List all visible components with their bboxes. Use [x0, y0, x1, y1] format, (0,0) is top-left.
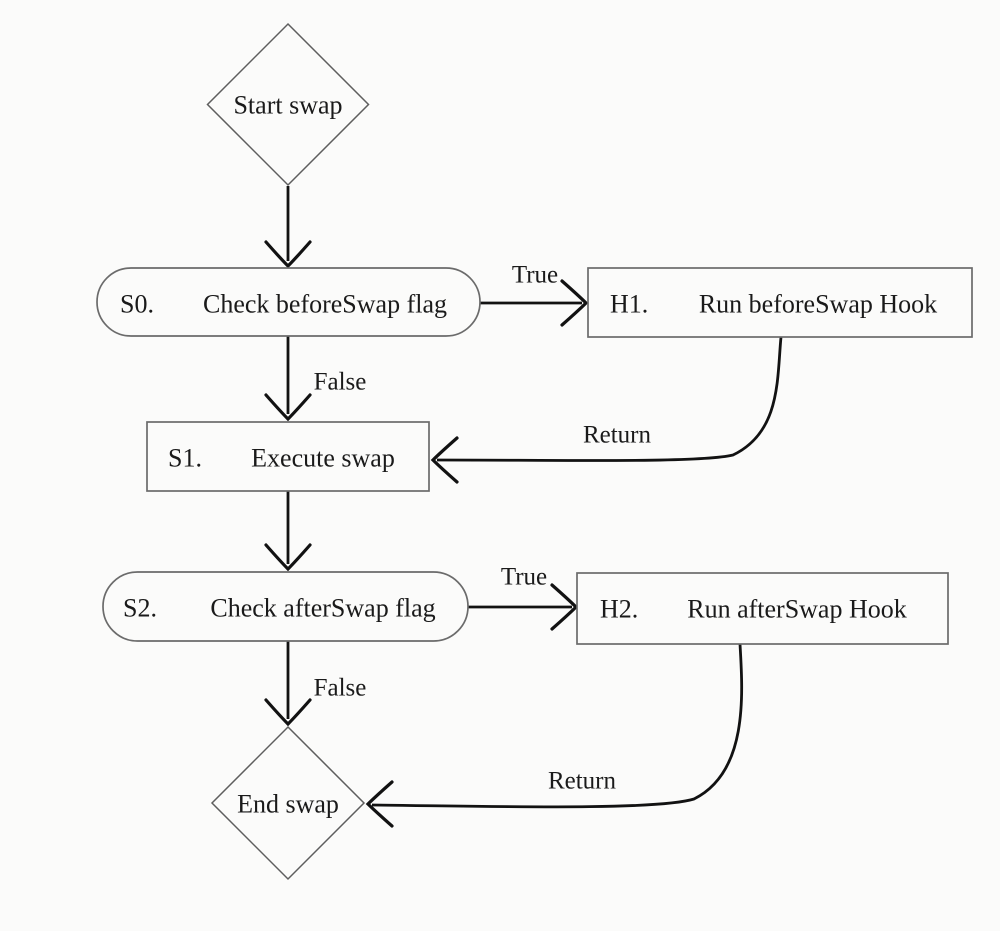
arrowhead-down-into-s2: [264, 543, 312, 572]
s1-node-label: Execute swap: [251, 444, 395, 473]
arrowheads: [264, 240, 589, 828]
edge-labels: True False Return True False Return: [314, 262, 652, 795]
arrowhead-down-into-s0: [264, 240, 312, 269]
node-h2-run-afterswap-hook: H2. Run afterSwap Hook: [576, 572, 949, 645]
arrowhead-down-into-end: [264, 698, 312, 727]
node-h1-run-beforeswap-hook: H1. Run beforeSwap Hook: [587, 267, 973, 338]
s0-stadium-shape: [96, 267, 481, 337]
edge-label-return-2: Return: [548, 768, 617, 795]
end-diamond-shape: [210, 725, 366, 881]
s2-node-tag: S2.: [123, 594, 157, 623]
edge-label-true-2: True: [501, 564, 547, 591]
edges: [286, 186, 783, 809]
arrowhead-down-into-s1: [264, 393, 312, 422]
end-node-label: End swap: [237, 790, 339, 819]
h2-node-tag: H2.: [600, 595, 638, 624]
s2-stadium-shape: [102, 571, 469, 642]
arrowhead-right-into-h1: [560, 279, 589, 327]
start-node-label: Start swap: [233, 91, 342, 120]
s0-node-tag: S0.: [120, 290, 154, 319]
edge-h2-return-to-end: [371, 643, 744, 809]
h1-node-tag: H1.: [610, 290, 648, 319]
s2-node-label: Check afterSwap flag: [210, 594, 435, 623]
arrowhead-left-into-s1: [430, 436, 459, 484]
start-diamond-shape: [206, 22, 370, 187]
s1-rect-shape: [146, 421, 430, 492]
edge-label-true-1: True: [512, 262, 558, 289]
h1-rect-shape: [587, 267, 973, 338]
edge-label-false-1: False: [314, 369, 367, 396]
edge-label-false-2: False: [314, 675, 367, 702]
node-end-swap: End swap: [210, 725, 366, 881]
node-s1-execute-swap: S1. Execute swap: [146, 421, 430, 492]
h2-node-label: Run afterSwap Hook: [687, 595, 907, 624]
edge-h1-return-to-s1: [436, 336, 783, 462]
s1-node-tag: S1.: [168, 444, 202, 473]
node-s2-check-afterswap-flag: S2. Check afterSwap flag: [102, 571, 469, 642]
arrowhead-right-into-h2: [550, 583, 579, 631]
arrowhead-left-into-end: [365, 780, 394, 828]
s0-node-label: Check beforeSwap flag: [203, 290, 447, 319]
node-s0-check-beforeswap-flag: S0. Check beforeSwap flag: [96, 267, 481, 337]
h1-node-label: Run beforeSwap Hook: [699, 290, 937, 319]
h2-rect-shape: [576, 572, 949, 645]
node-start-swap: Start swap: [206, 22, 370, 187]
edge-label-return-1: Return: [583, 422, 652, 449]
